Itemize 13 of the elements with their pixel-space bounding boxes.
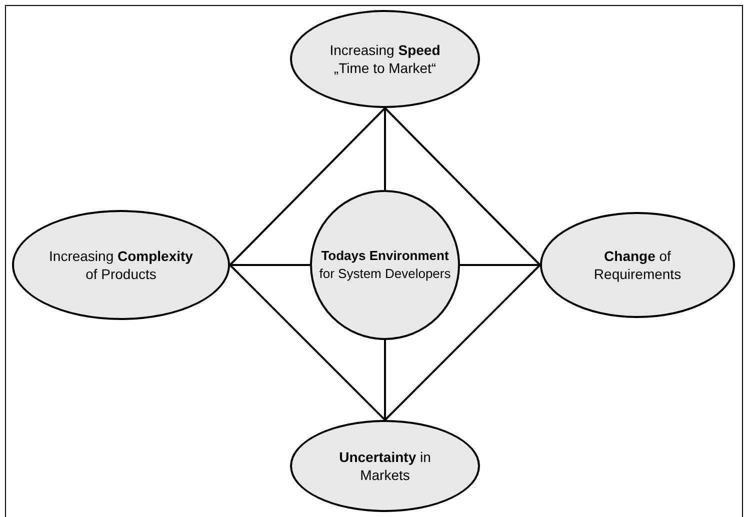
connector-line [384,108,386,190]
node-label: Change of Requirements [592,247,682,283]
connector-line [384,264,541,421]
node-label: Increasing Complexity of Products [48,247,194,283]
connector-line [229,107,386,266]
connector-line [229,264,386,421]
connector-line [460,264,540,266]
connector-line [384,340,386,420]
connector-line [230,264,310,266]
node-label: Todays Environment for System Developers [318,247,452,283]
node-label: Uncertainty in Markets [338,448,432,484]
node-label: Increasing Speed „Time to Market“ [328,41,442,77]
connector-line [384,107,541,266]
